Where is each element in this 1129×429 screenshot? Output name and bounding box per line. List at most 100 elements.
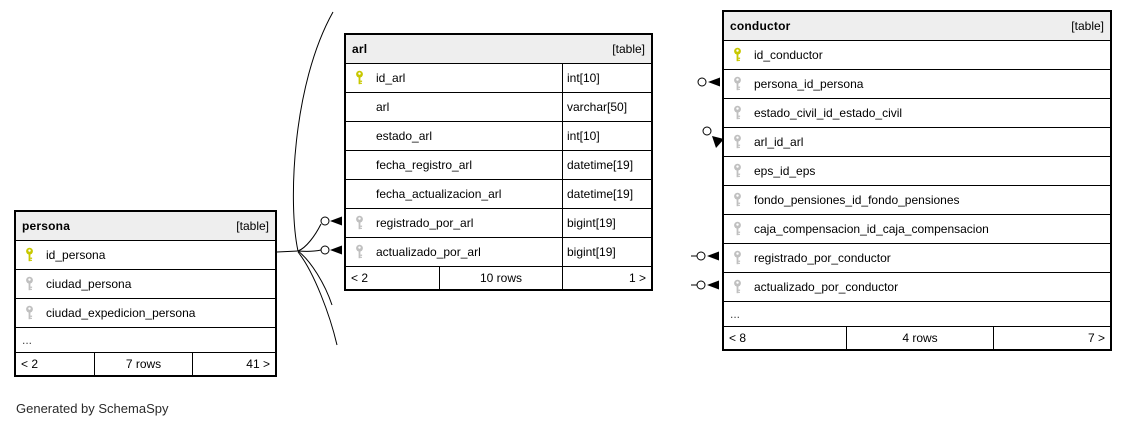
parent-tables-count: < 8 (729, 331, 747, 345)
column-name: actualizado_por_conductor (754, 280, 899, 294)
foreign-key-icon (734, 221, 741, 236)
parent-tables-count: < 2 (21, 357, 39, 371)
column-row: estado_civil_id_estado_civil (724, 98, 1110, 127)
column-row: fondo_pensiones_id_fondo_pensiones (724, 185, 1110, 214)
column-cell: ciudad_persona (16, 270, 275, 298)
column-type: datetime[19] (562, 180, 651, 208)
key-slot (732, 76, 754, 92)
column-cell: eps_id_eps (724, 157, 1110, 185)
column-cell: persona_id_persona (724, 70, 1110, 98)
generated-by-caption: Generated by SchemaSpy (16, 401, 169, 416)
key-slot (732, 192, 754, 208)
more-columns-ellipsis: ... (724, 301, 1110, 326)
foreign-key-icon (734, 279, 741, 294)
column-row: persona_id_persona (724, 69, 1110, 98)
child-tables-count: 1 > (562, 267, 651, 289)
table-title[interactable]: conductor (730, 19, 791, 33)
column-cell: fecha_actualizacion_arl (346, 180, 562, 208)
column-name: id_persona (46, 248, 106, 262)
table-header: persona [table] (16, 212, 275, 240)
child-tables-count: 41 > (192, 353, 275, 375)
column-name: arl (376, 100, 390, 114)
column-row: caja_compensacion_id_caja_compensacion (724, 214, 1110, 243)
key-slot (24, 276, 46, 292)
cardinality-circle-icon (696, 251, 706, 261)
column-row: arl_id_arl (724, 127, 1110, 156)
column-cell: arl (346, 93, 562, 121)
key-slot (732, 105, 754, 121)
column-cell: registrado_por_conductor (724, 244, 1110, 272)
key-slot (732, 47, 754, 63)
fk-arrowhead-icon (708, 77, 720, 87)
cardinality-circle-icon (696, 280, 706, 290)
table-type-label: [table] (236, 219, 269, 233)
foreign-key-icon (734, 76, 741, 91)
column-name: registrado_por_arl (376, 216, 474, 230)
key-slot (732, 279, 754, 295)
column-name: ciudad_persona (46, 277, 132, 291)
column-name: ciudad_expedicion_persona (46, 306, 196, 320)
foreign-key-icon (734, 105, 741, 120)
table-type-label: [table] (1071, 19, 1104, 33)
cardinality-circle-icon (320, 216, 330, 226)
column-row: actualizado_por_conductor (724, 272, 1110, 301)
column-row: fecha_registro_arl datetime[19] (346, 150, 651, 179)
cardinality-circle-icon (320, 245, 330, 255)
column-cell: arl_id_arl (724, 128, 1110, 156)
row-count: 10 rows (439, 267, 562, 289)
primary-key-icon (26, 247, 33, 262)
child-tables-count: 7 > (993, 327, 1110, 349)
row-count: 7 rows (94, 353, 192, 375)
relationship-curve (297, 251, 338, 346)
foreign-key-icon (356, 215, 363, 230)
key-slot (354, 244, 376, 260)
column-cell: fecha_registro_arl (346, 151, 562, 179)
column-row: registrado_por_arl bigint[19] (346, 208, 651, 237)
column-name: arl_id_arl (754, 135, 804, 149)
parent-tables-count: < 2 (351, 271, 369, 285)
key-slot (732, 221, 754, 237)
relationship-curve (276, 250, 299, 253)
column-cell: id_persona (16, 241, 275, 269)
foreign-key-icon (356, 244, 363, 259)
table-header: conductor [table] (724, 12, 1110, 40)
cardinality-circle-icon (697, 77, 707, 87)
cardinality-circle-icon (702, 126, 712, 136)
table-title[interactable]: arl (352, 42, 368, 56)
key-slot (354, 70, 376, 86)
relationship-curve (297, 250, 333, 306)
fk-arrowhead-icon (707, 251, 719, 261)
column-row: registrado_por_conductor (724, 243, 1110, 272)
column-type: bigint[19] (562, 209, 651, 237)
column-cell: actualizado_por_conductor (724, 273, 1110, 301)
column-name: fecha_registro_arl (376, 158, 473, 172)
column-row: id_persona (16, 240, 275, 269)
foreign-key-icon (734, 250, 741, 265)
foreign-key-icon (26, 276, 33, 291)
fk-arrowhead-icon (330, 245, 342, 255)
column-name: eps_id_eps (754, 164, 816, 178)
column-name: registrado_por_conductor (754, 251, 891, 265)
relationship-curve (297, 223, 322, 252)
table-title[interactable]: persona (22, 219, 71, 233)
column-cell: estado_civil_id_estado_civil (724, 99, 1110, 127)
column-row: eps_id_eps (724, 156, 1110, 185)
column-type: datetime[19] (562, 151, 651, 179)
primary-key-icon (734, 47, 741, 62)
foreign-key-icon (26, 305, 33, 320)
column-row: id_conductor (724, 40, 1110, 69)
column-name: id_arl (376, 71, 406, 85)
primary-key-icon (356, 70, 363, 85)
key-slot (24, 305, 46, 321)
column-type: bigint[19] (562, 238, 651, 266)
column-cell: estado_arl (346, 122, 562, 150)
relationship-curve (292, 11, 334, 252)
row-count: 4 rows (846, 327, 993, 349)
